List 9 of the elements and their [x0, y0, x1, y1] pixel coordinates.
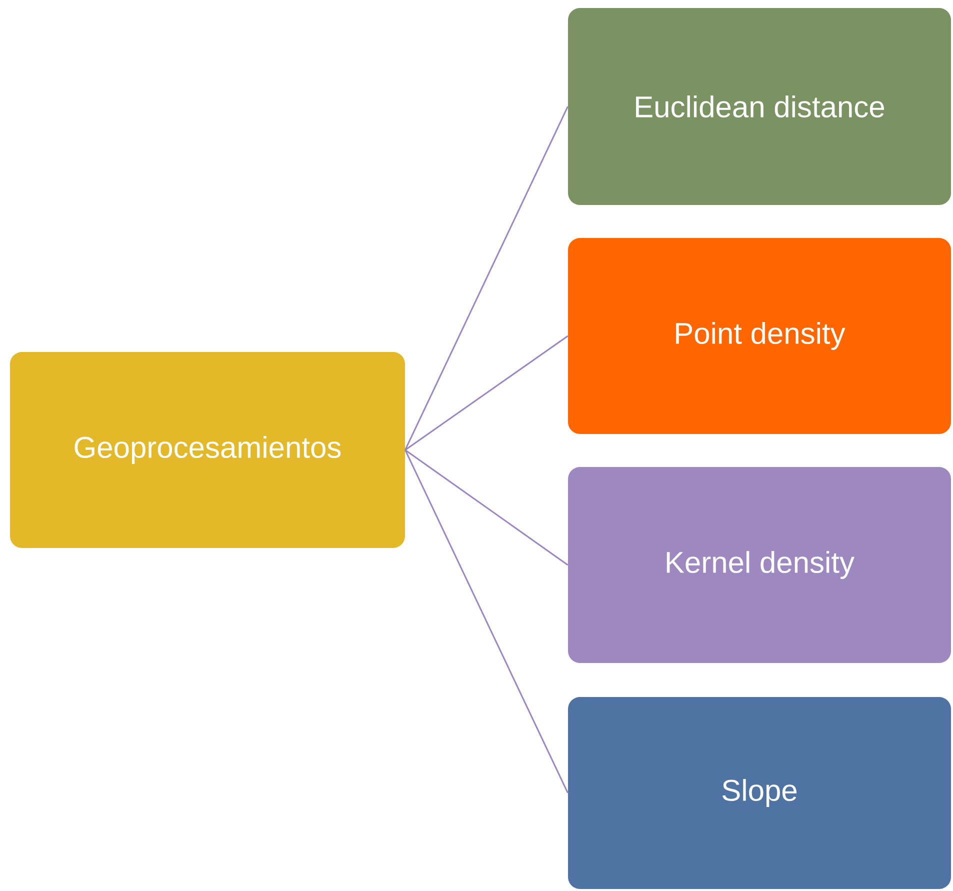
process-box: Point density — [568, 238, 951, 434]
connector-line — [404, 449, 568, 566]
process-box: Geoprocesamientos — [10, 352, 405, 548]
process-box: Euclidean distance — [568, 8, 951, 205]
process-box: Kernel density — [568, 466, 951, 663]
connector-line — [404, 335, 568, 451]
connector-line — [404, 450, 568, 794]
connector-line — [404, 106, 568, 450]
process-box: Slope — [568, 696, 951, 889]
